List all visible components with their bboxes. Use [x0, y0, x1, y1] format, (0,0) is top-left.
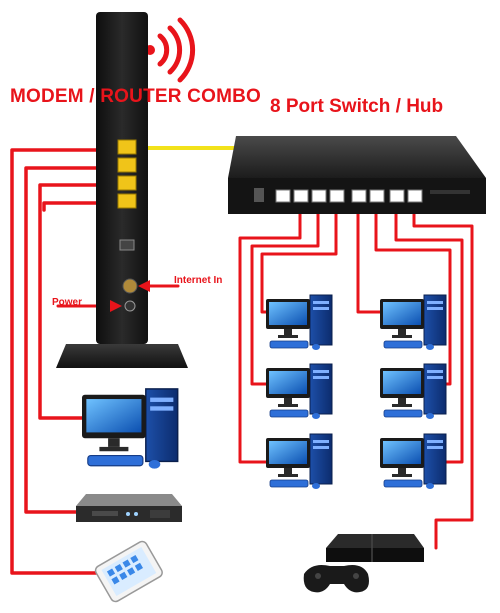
- desktop-computer: [265, 363, 333, 420]
- switch-cable-6: [394, 196, 464, 464]
- power-label: Power: [52, 297, 83, 308]
- desktop-computer: [379, 363, 447, 420]
- coax-port: [122, 278, 138, 294]
- game-console: [326, 534, 424, 562]
- switch-cable-2: [250, 196, 320, 386]
- switch-cable-7: [412, 196, 474, 550]
- desktop-computer: [265, 294, 333, 351]
- power-arrow: [110, 300, 122, 312]
- internet-in-label: Internet In: [174, 275, 223, 286]
- power-port: [124, 300, 136, 312]
- lan-port-4: [117, 193, 137, 209]
- cables: [10, 146, 474, 575]
- modem-router-label: MODEM / ROUTER COMBO: [10, 86, 261, 107]
- lan-port-2: [117, 157, 137, 173]
- modem-router: [56, 12, 188, 368]
- router-cable-dvr: [24, 166, 124, 514]
- lan-port-3: [117, 175, 137, 191]
- internet-arrow: [138, 280, 150, 292]
- switch-cable-1: [238, 196, 302, 464]
- desktop-computer: [265, 433, 333, 490]
- tablet: [94, 540, 163, 603]
- router-cable-pc: [38, 183, 124, 420]
- switch-hub-label: 8 Port Switch / Hub: [270, 96, 444, 117]
- dvr-recorder: [76, 494, 182, 522]
- router-cable-tablet: [10, 148, 124, 575]
- desktop-computer: [379, 433, 447, 490]
- lan-port-1: [117, 139, 137, 155]
- gamepad: [303, 565, 369, 593]
- desktop-computer: [379, 294, 447, 351]
- switch-cable-3: [260, 196, 338, 314]
- switch-cable-4: [356, 196, 386, 314]
- network-switch: [228, 136, 486, 214]
- desktop-computer-large: [82, 388, 179, 469]
- wifi-icon: [145, 17, 196, 83]
- usb-port: [119, 239, 135, 251]
